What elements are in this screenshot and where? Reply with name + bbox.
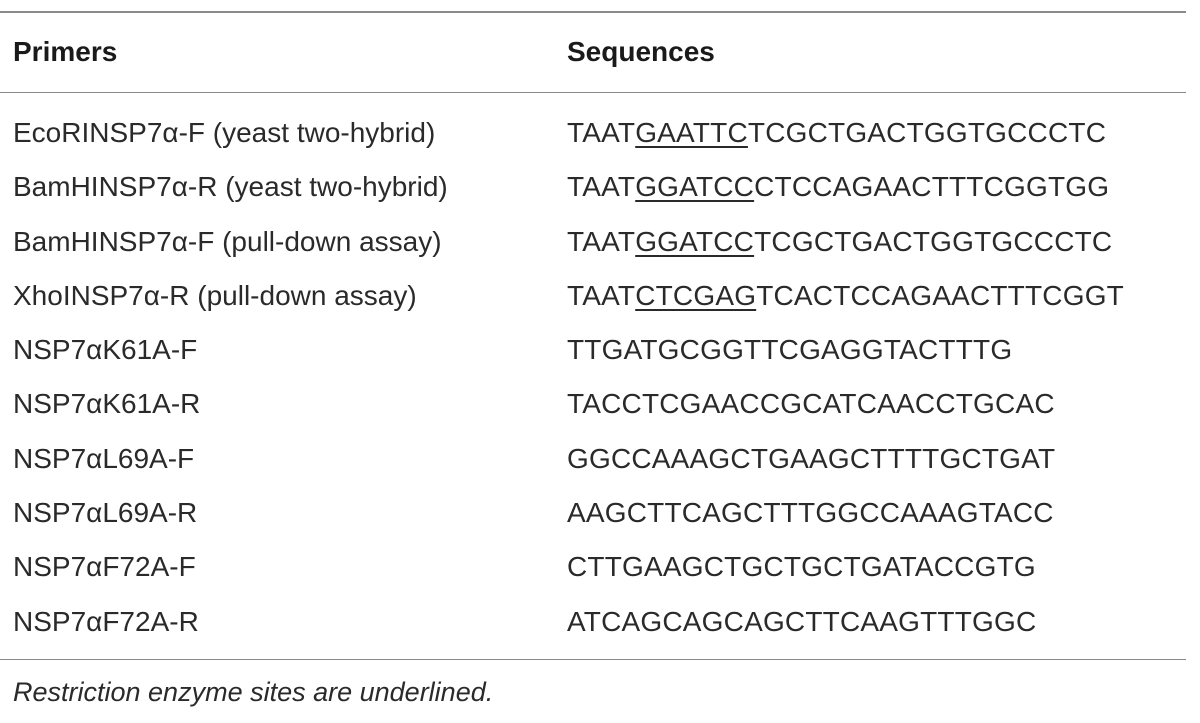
table-row: BamHINSP7α-F (pull-down assay) TAATGGATC…	[0, 215, 1186, 269]
sequence-suffix: CTCCAGAACTTTCGGTGG	[754, 171, 1110, 203]
primer-name: NSP7αL69A-F	[13, 442, 195, 474]
table-header-rule	[0, 92, 1186, 93]
primer-sequence: TAATGGATCCCTCCAGAACTTTCGGTGG	[567, 160, 1109, 214]
primer-sequence: TAATGAATTCTCGCTGACTGGTGCCCTC	[567, 106, 1106, 160]
primer-sequence: TAATCTCGAGTCACTCCAGAACTTTCGGT	[567, 269, 1124, 323]
primer-sequence: TTGATGCGGTTCGAGGTACTTTG	[567, 334, 1013, 366]
primer-sequence: TACCTCGAACCGCATCAACCTGCAC	[567, 388, 1055, 420]
restriction-site: GAATTC	[635, 117, 748, 148]
sequence-prefix: TAAT	[567, 171, 636, 203]
table-header: Primers Sequences	[0, 32, 1186, 72]
table-body: EcoRINSP7α-F (yeast two-hybrid) TAATGAAT…	[0, 106, 1186, 649]
table-footnote: Restriction enzyme sites are underlined.	[13, 677, 494, 707]
table-row: EcoRINSP7α-F (yeast two-hybrid) TAATGAAT…	[0, 106, 1186, 160]
sequence-prefix: TAAT	[567, 225, 636, 257]
restriction-site: GGATCC	[635, 225, 755, 257]
sequence-suffix: TCGCTGACTGGTGCCCTC	[754, 225, 1113, 257]
restriction-site: GGATCC	[635, 171, 755, 203]
primer-sequence: GGCCAAAGCTGAAGCTTTTGCTGAT	[567, 442, 1056, 474]
header-sequences: Sequences	[567, 36, 715, 67]
primer-name: NSP7αF72A-R	[13, 605, 199, 637]
primer-name: NSP7αF72A-F	[13, 551, 196, 583]
primer-name: EcoRINSP7α-F (yeast two-hybrid)	[13, 117, 436, 148]
table-row: NSP7αL69A-F GGCCAAAGCTGAAGCTTTTGCTGAT	[0, 432, 1186, 486]
primer-name: XhoINSP7α-R (pull-down assay)	[13, 279, 417, 311]
sequence-suffix: TCGCTGACTGGTGCCCTC	[747, 117, 1107, 148]
primer-sequence: AAGCTTCAGCTTTGGCCAAAGTACC	[567, 497, 1054, 529]
primer-name: NSP7αK61A-F	[13, 334, 198, 366]
sequence-prefix: TAAT	[567, 279, 636, 311]
restriction-site: CTCGAG	[635, 279, 757, 311]
primer-name: BamHINSP7α-F (pull-down assay)	[13, 225, 442, 257]
primer-sequence: TAATGGATCCTCGCTGACTGGTGCCCTC	[567, 215, 1112, 269]
table-row: NSP7αF72A-F CTTGAAGCTGCTGCTGATACCGTG	[0, 540, 1186, 594]
primer-name: NSP7αK61A-R	[13, 388, 201, 420]
sequence-prefix: TAAT	[567, 117, 636, 148]
table-row: NSP7αK61A-R TACCTCGAACCGCATCAACCTGCAC	[0, 377, 1186, 431]
table-row: NSP7αF72A-R ATCAGCAGCAGCTTCAAGTTTGGC	[0, 595, 1186, 649]
sequence-suffix: TCACTCCAGAACTTTCGGT	[756, 279, 1124, 311]
primer-name: NSP7αL69A-R	[13, 497, 198, 529]
primer-name: BamHINSP7α-R (yeast two-hybrid)	[13, 171, 448, 203]
primer-sequence: ATCAGCAGCAGCTTCAAGTTTGGC	[567, 605, 1037, 637]
primer-sequence: CTTGAAGCTGCTGCTGATACCGTG	[567, 551, 1036, 583]
header-primers: Primers	[13, 36, 118, 67]
table-bottom-rule	[0, 659, 1186, 660]
table-row: NSP7αK61A-F TTGATGCGGTTCGAGGTACTTTG	[0, 323, 1186, 377]
table-top-rule	[0, 11, 1186, 13]
table-row: NSP7αL69A-R AAGCTTCAGCTTTGGCCAAAGTACC	[0, 486, 1186, 540]
table-row: XhoINSP7α-R (pull-down assay) TAATCTCGAG…	[0, 269, 1186, 323]
table-row: BamHINSP7α-R (yeast two-hybrid) TAATGGAT…	[0, 160, 1186, 214]
